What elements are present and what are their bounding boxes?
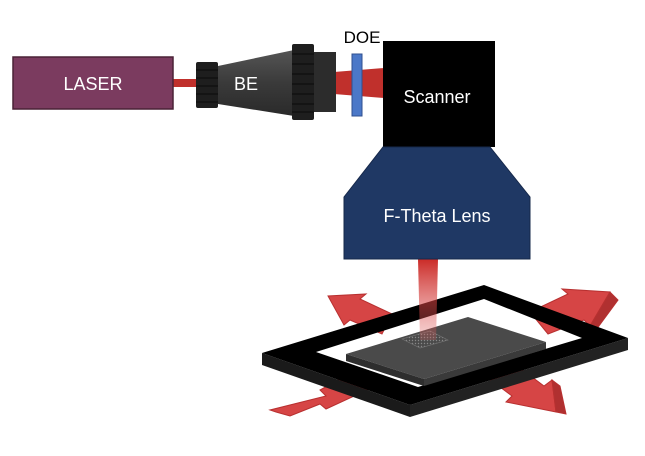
beam-laser-to-be bbox=[172, 79, 198, 87]
workpiece-front bbox=[346, 354, 424, 386]
xy-stage bbox=[262, 285, 628, 417]
scanner: Scanner bbox=[383, 41, 495, 147]
stage-frame bbox=[262, 285, 628, 405]
f-theta-lens: F-Theta Lens bbox=[343, 146, 531, 260]
stage-frame-side-right bbox=[410, 338, 628, 417]
workpiece-top bbox=[346, 317, 546, 379]
beam-expander-label: BE bbox=[234, 74, 258, 94]
doe-element: DOE bbox=[344, 28, 381, 117]
f-theta-lens-body bbox=[343, 146, 531, 260]
f-theta-lens-label: F-Theta Lens bbox=[383, 206, 490, 226]
workpiece-right bbox=[424, 342, 546, 386]
laser-source: LASER bbox=[12, 56, 174, 110]
beam-expander: BE bbox=[196, 44, 336, 120]
beam-expander-body bbox=[218, 50, 294, 116]
laser-label: LASER bbox=[63, 74, 122, 94]
stage-frame-side bbox=[262, 353, 410, 417]
doe-label: DOE bbox=[344, 28, 381, 47]
doe-plate bbox=[351, 53, 363, 117]
scanner-label: Scanner bbox=[403, 87, 470, 107]
focused-beam bbox=[418, 259, 438, 340]
